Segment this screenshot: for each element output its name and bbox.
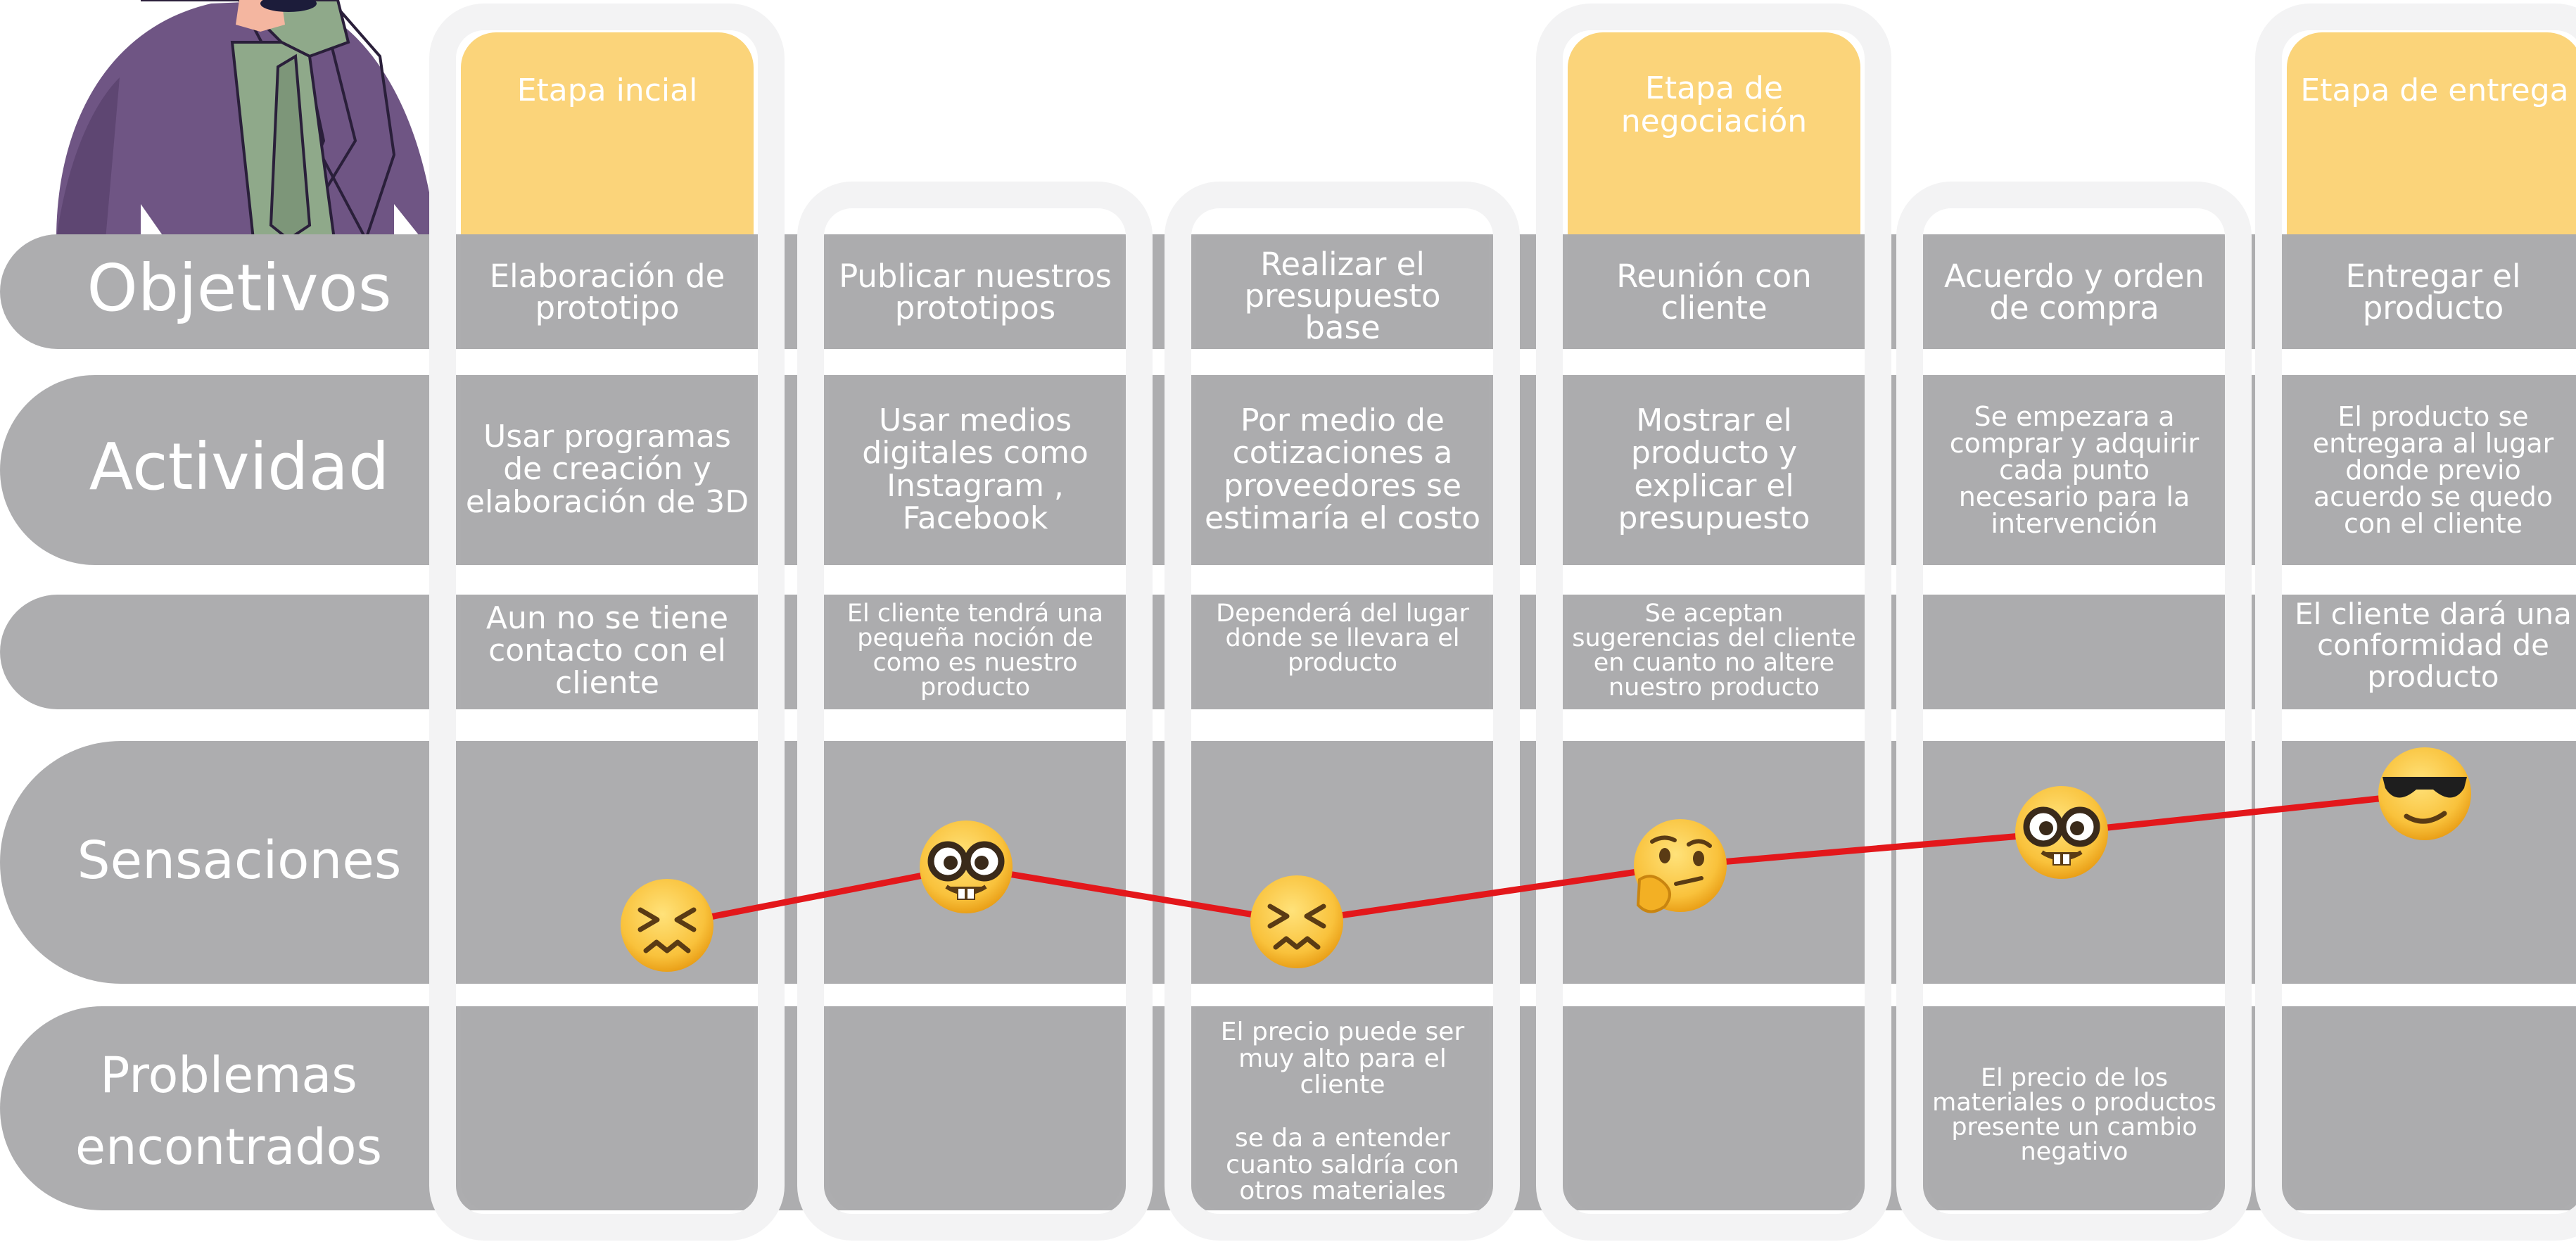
sensation-line-segment: [965, 863, 1297, 925]
cell-bg: [2287, 1006, 2576, 1210]
sensation-line-segment: [1296, 862, 1681, 925]
actividad-text-3: Por medio de cotizaciones a proveedores …: [1204, 403, 1481, 536]
actividad-text-2: Usar medios digitales como Instagram , F…: [862, 403, 1089, 536]
cell-bg: [829, 375, 1122, 565]
column-frame-2: [797, 182, 1153, 1241]
persona-illustration: [56, 0, 436, 239]
objetivo-text-3: Realizar el presupuesto base: [1244, 245, 1441, 346]
cell-bg: [461, 1006, 754, 1210]
actividad-text-6: El producto se entregara al lugar donde …: [2312, 400, 2554, 539]
objetivo-text-1: Elaboración de prototipo: [489, 258, 725, 327]
cell-bg: [1568, 1006, 1860, 1210]
column-frame-6: [2255, 4, 2576, 1241]
confounded-face-icon: [1250, 875, 1343, 968]
contacto-text-1: Aun no se tiene contacto con el cliente: [486, 600, 729, 702]
cell-bg: [1196, 234, 1489, 349]
objetivo-text-6: Entregar el producto: [2345, 258, 2521, 327]
column-frame-1: [429, 4, 785, 1241]
sunglasses-face-icon: [2378, 747, 2471, 840]
sensation-line-segment: [2061, 790, 2425, 836]
problema-text-3: El precio puede ser muy alto para el cli…: [1220, 1017, 1465, 1206]
column-frame-4: [1536, 4, 1891, 1241]
objetivo-text-5: Acuerdo y orden de compra: [1944, 258, 2204, 327]
actividad-text-1: Usar programas de creación y elaboración…: [465, 419, 749, 520]
cell-bg: [1928, 375, 2221, 565]
stage-header-inicial: Etapa incial: [461, 32, 754, 234]
objetivo-text-2: Publicar nuestros prototipos: [839, 258, 1112, 327]
cell-bg: [1928, 1006, 2221, 1210]
cell-bg: [2287, 375, 2576, 565]
stage-header-entrega: Etapa de entrega: [2287, 32, 2576, 234]
problema-text-5: El precio de los materiales o productos …: [1932, 1064, 2216, 1166]
cell-bg: [829, 595, 1122, 709]
confounded-face-icon: [621, 879, 713, 972]
cell-bg: [1568, 595, 1860, 709]
cell-bg: [1196, 595, 1489, 709]
cell-bg: [461, 375, 754, 565]
contacto-text-3: Dependerá del lugar donde se llevara el …: [1216, 600, 1469, 677]
stage-header-negociacion: Etapa de negociación: [1568, 32, 1860, 234]
contacto-text-6: El cliente dará una conformidad de produ…: [2295, 597, 2572, 694]
cell-bg: [461, 234, 754, 349]
sensation-line-segment: [1680, 829, 2062, 869]
cell-bg: [1928, 595, 2221, 709]
row-label-problemas: Problemas encontrados: [75, 1046, 382, 1176]
cell-bg: [829, 1006, 1122, 1210]
actividad-text-4: Mostrar el producto y explicar el presup…: [1618, 403, 1810, 536]
column-frame-5: [1896, 182, 2252, 1241]
contacto-text-4: Se aceptan sugerencias del cliente en cu…: [1572, 600, 1856, 702]
row-label-actividad: Actividad: [89, 429, 390, 505]
nerd-face-icon: [920, 820, 1013, 913]
cell-bg: [1568, 234, 1860, 349]
cell-bg: [461, 595, 754, 709]
nerd-face-icon: [2015, 786, 2108, 879]
cell-bg: [1568, 375, 1860, 565]
cell-bg: [1196, 375, 1489, 565]
sensation-line-segment: [666, 863, 967, 929]
column-frame-3: [1165, 182, 1520, 1241]
cell-bg: [1196, 1006, 1489, 1210]
actividad-text-5: Se empezara a comprar y adquirir cada pu…: [1949, 400, 2200, 539]
cell-bg: [829, 234, 1122, 349]
contacto-text-2: El cliente tendrá una pequeña noción de …: [846, 600, 1104, 702]
row-label-sensaciones: Sensaciones: [77, 830, 402, 891]
objetivo-text-4: Reunión con cliente: [1616, 258, 1812, 327]
row-label-objetivos: Objetivos: [87, 251, 392, 326]
cell-bg: [1928, 234, 2221, 349]
cell-bg: [2287, 595, 2576, 709]
cell-bg: [2287, 234, 2576, 349]
thinking-face-icon: [1634, 819, 1727, 913]
